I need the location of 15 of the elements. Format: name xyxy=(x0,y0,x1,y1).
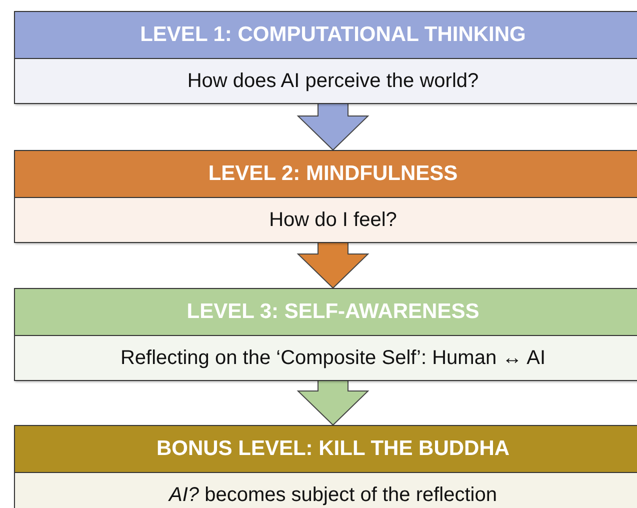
level-title: LEVEL 2: MINDFULNESS xyxy=(208,162,458,186)
level-question: Reflecting on the ‘Composite Self’: Human ↔ AI xyxy=(120,346,546,370)
level-box xyxy=(14,425,637,508)
block-arrow xyxy=(296,102,370,151)
level-title: LEVEL 3: SELF-AWARENESS xyxy=(186,300,480,324)
block-arrow xyxy=(296,242,370,289)
level-box xyxy=(14,150,637,243)
level-title: LEVEL 1: COMPUTATIONAL THINKING xyxy=(140,23,526,47)
level-box xyxy=(14,288,637,381)
level-question: AI? becomes subject of the reflection xyxy=(169,484,497,506)
block-arrow xyxy=(296,380,370,426)
level-box xyxy=(14,11,637,104)
level-question: How does AI perceive the world? xyxy=(187,70,479,92)
level-question: How do I feel? xyxy=(269,208,397,232)
level-title: BONUS LEVEL: KILL THE BUDDHA xyxy=(156,437,510,461)
